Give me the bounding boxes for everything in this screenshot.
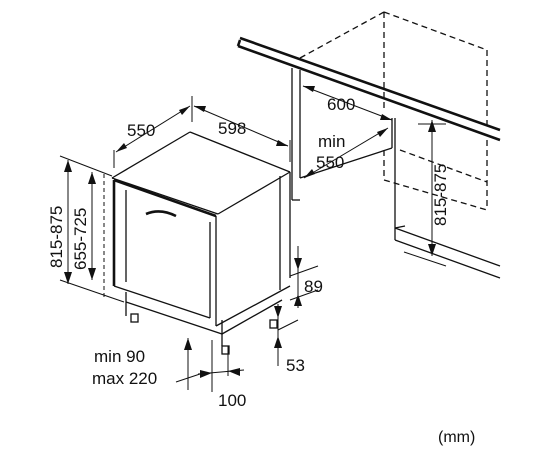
plinth-bottom — [125, 301, 223, 335]
width-598-label: 598 — [218, 119, 246, 138]
height-inner-arrow-top — [88, 172, 96, 184]
height-left-ext-top — [59, 155, 113, 177]
door-bottom-edge — [113, 285, 211, 319]
lower-cabinet-bottom — [383, 179, 488, 211]
niche-depth-550-label: 550 — [316, 153, 344, 172]
niche-height-arrow-bottom — [428, 244, 436, 256]
plinth-89-ext-top — [289, 265, 319, 277]
niche-width-arrow-left — [303, 86, 315, 92]
height-815-875-left-label: 815-875 — [47, 206, 66, 268]
depth-550-label: 550 — [127, 121, 155, 140]
niche-depth-arrow-back — [377, 128, 388, 137]
height-815-875-niche-label: 815-875 — [431, 164, 450, 226]
cabinet-right-bottom-inner — [394, 227, 501, 267]
foot-front-left — [130, 313, 139, 323]
height-655-725-label: 655-725 — [71, 208, 90, 270]
plinth-89-ext-bottom — [289, 289, 319, 301]
height-inner-arrow-bottom — [88, 268, 96, 280]
niche-depth-min-label: min — [318, 132, 345, 151]
niche-width-line — [302, 85, 393, 121]
worktop-edge-end — [236, 39, 242, 47]
plinth-89-arrow-top — [294, 258, 302, 270]
height-left-arrow-bottom — [64, 272, 72, 284]
plinth-53-arrow-top — [274, 306, 282, 318]
foot-front-right — [221, 345, 230, 355]
plinth-100-arrow-right — [228, 368, 240, 376]
plinth-100-label: 100 — [218, 391, 246, 410]
plinth-53-ext — [277, 319, 299, 331]
door-top-edge — [113, 178, 217, 218]
plinth-min-90-label: min 90 — [94, 347, 145, 366]
plinth-53-label: 53 — [286, 356, 305, 375]
depth-arrow-back — [179, 106, 190, 115]
niche-outline — [236, 11, 501, 279]
plinth-height-arrow-top — [184, 338, 192, 350]
height-left-ext-bottom — [59, 279, 125, 303]
upper-cabinet-top-right — [383, 11, 488, 51]
top-right-edge — [217, 171, 291, 215]
worktop-edge-bottom — [237, 44, 501, 142]
top-front-edge — [111, 177, 219, 215]
width-arrow-left — [194, 106, 206, 112]
plinth-100-arrow-left — [200, 370, 212, 378]
dishwasher-outline — [103, 131, 291, 355]
top-back-edge — [189, 131, 291, 173]
niche-floor-front — [299, 147, 393, 179]
dimension-lines — [59, 85, 447, 392]
door-handle — [145, 210, 177, 218]
plinth-89-label: 89 — [304, 277, 323, 296]
unit-label: (mm) — [438, 429, 475, 446]
width-arrow-right — [276, 140, 288, 146]
niche-height-ext-bottom — [403, 251, 447, 267]
niche-depth-line — [303, 127, 389, 179]
plinth-side — [221, 299, 283, 335]
niche-height-arrow-top — [428, 120, 436, 132]
body-bottom-edge — [215, 285, 291, 327]
top-left-edge — [111, 131, 191, 179]
cabinet-right-foot — [394, 225, 406, 229]
niche-width-600-label: 600 — [327, 95, 355, 114]
niche-width-arrow-right — [380, 114, 392, 120]
cabinet-right-bottom — [394, 239, 501, 279]
foot-back-right — [269, 319, 278, 329]
lower-cabinet-mid — [399, 149, 488, 183]
depth-arrow-front — [116, 143, 127, 152]
niche-depth-arrow-front — [304, 169, 315, 178]
width-dim-line — [193, 105, 289, 147]
worktop-edge-top — [239, 36, 501, 132]
height-left-arrow-top — [64, 160, 72, 172]
plinth-89-arrow-bottom — [294, 294, 302, 306]
upper-cabinet-top-left — [299, 11, 385, 59]
plinth-53-arrow-bottom — [274, 336, 282, 348]
depth-dim-line — [115, 105, 191, 153]
dimension-labels: 550 598 600 min 550 815-875 655-725 815-… — [47, 95, 475, 446]
plinth-max-220-label: max 220 — [92, 369, 157, 388]
